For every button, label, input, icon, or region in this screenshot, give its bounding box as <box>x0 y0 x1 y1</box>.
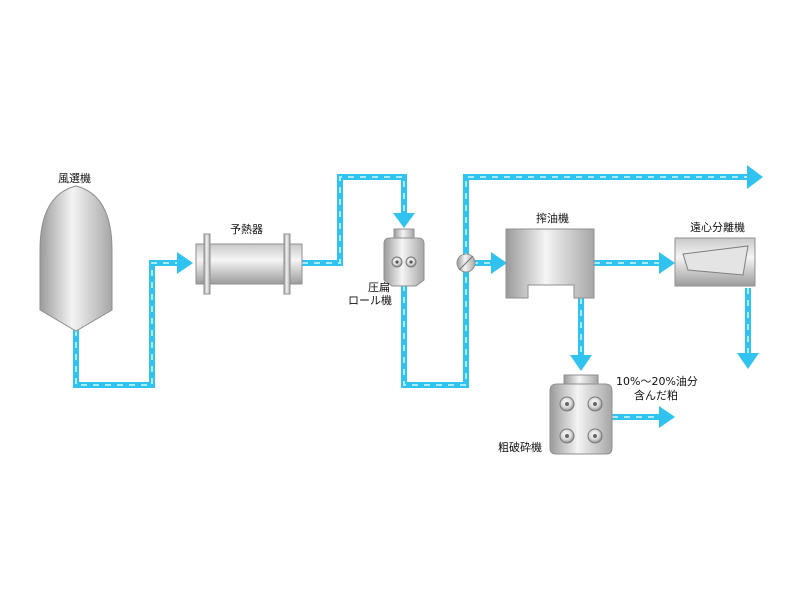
flaking-roll-mill <box>383 228 425 287</box>
arrow-into-expeller <box>491 252 507 274</box>
arrowheads <box>177 165 763 428</box>
label-flaking-roll-line1: 圧扁 <box>368 281 390 294</box>
arrow-top-outlet <box>747 165 763 189</box>
arrow-into-roll <box>393 213 415 228</box>
arrow-centrifuge-down <box>737 353 759 369</box>
expeller-press <box>505 228 595 299</box>
arrow-into-centrifuge <box>659 252 675 274</box>
pipe-highlights <box>75 176 749 418</box>
label-air-classifier: 風選機 <box>58 172 91 185</box>
label-centrifuge: 遠心分離機 <box>690 221 745 234</box>
arrow-cake-out <box>659 406 675 428</box>
label-cake-note-line1: 10%〜20%油分 <box>616 375 698 388</box>
label-expeller: 搾油機 <box>536 212 569 225</box>
pipes <box>73 174 751 420</box>
label-preheater: 予熱器 <box>230 223 263 236</box>
arrow-into-preheater <box>177 252 193 274</box>
label-flaking-roll-line2: ロール機 <box>348 294 392 307</box>
valve-icon <box>456 253 476 273</box>
coarse-crusher <box>549 374 613 455</box>
arrow-into-crusher <box>570 355 592 371</box>
crusher-rollers <box>559 396 603 444</box>
label-cake-note-line2: 含んだ粕 <box>634 389 678 402</box>
label-crusher: 粗破砕機 <box>498 441 542 454</box>
preheater-drum <box>195 233 303 295</box>
centrifuge <box>674 237 756 287</box>
air-classifier-tank <box>39 185 113 332</box>
